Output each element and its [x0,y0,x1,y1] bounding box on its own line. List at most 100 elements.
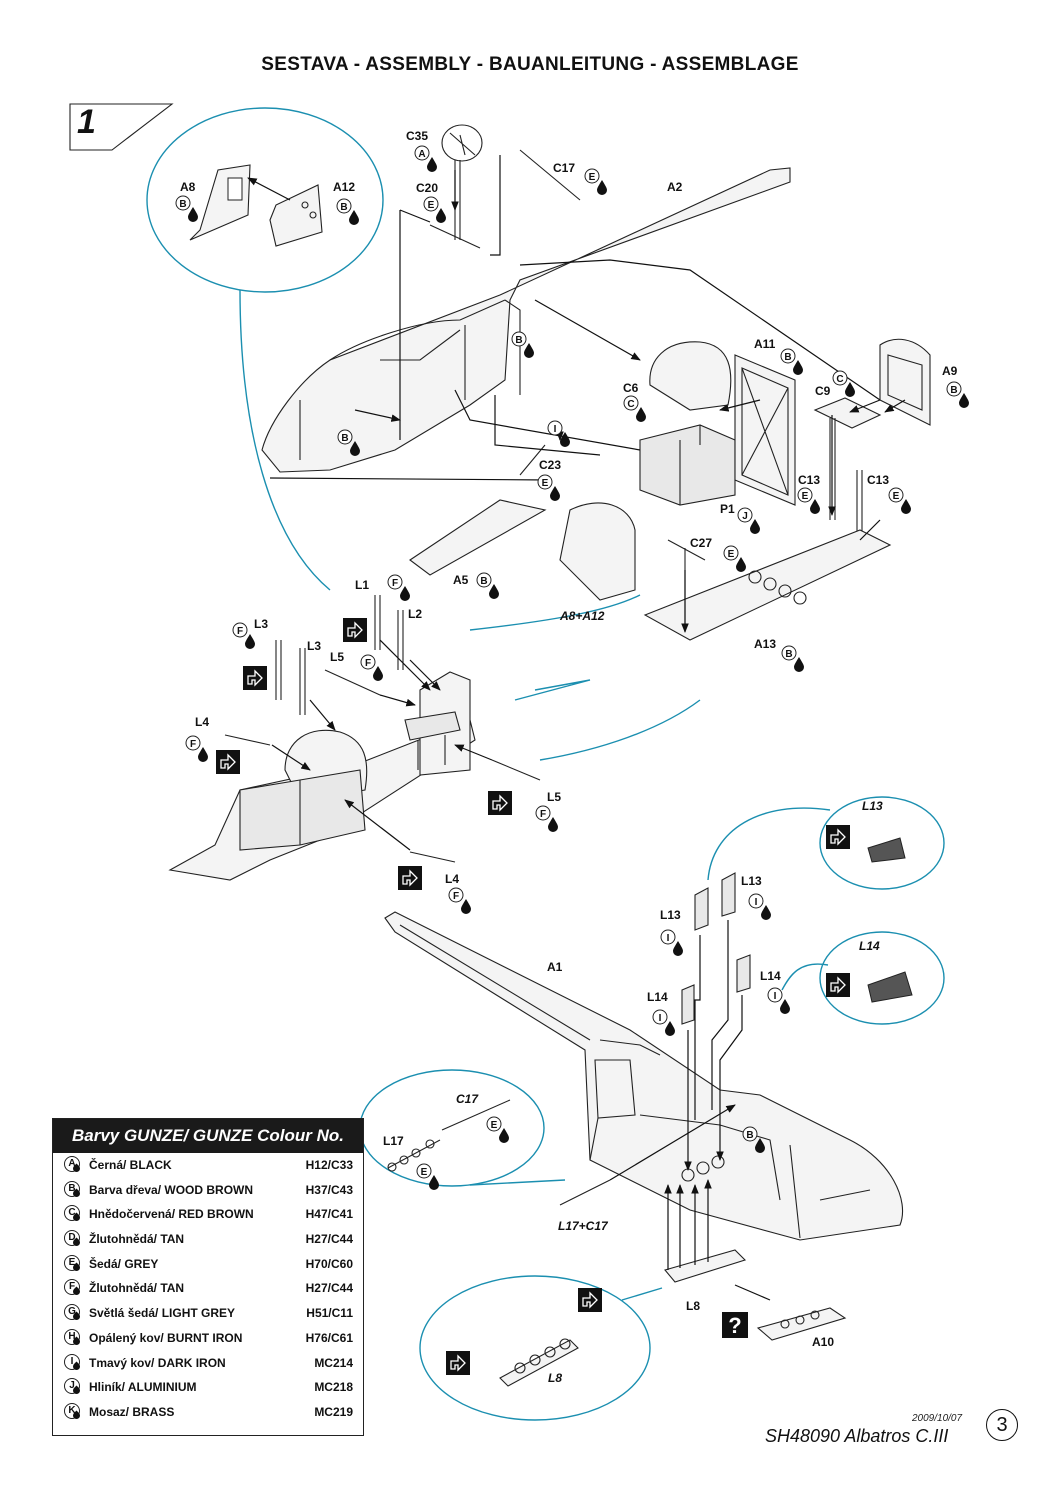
colour-name: Mosaz/ BRASS [89,1404,175,1419]
colour-code: H27/C44 [305,1232,353,1247]
colour-name: Šedá/ GREY [89,1256,159,1271]
paint-drop-icon [71,1237,82,1248]
part-l5-belt-1 [324,669,381,696]
colour-name: Žlutohnědá/ TAN [89,1232,185,1247]
svg-text:L13: L13 [741,874,762,888]
svg-text:E: E [428,200,435,211]
svg-text:B: B [746,1130,753,1141]
svg-text:L5: L5 [330,650,344,664]
part-l13-a [694,887,709,931]
svg-text:A13: A13 [754,637,776,651]
leader-line-a8 [239,289,331,591]
part-fuselage-a1 [384,911,904,1241]
svg-text:E: E [491,1120,498,1131]
part-l1-strap [374,595,381,650]
part-l14-a [681,984,695,1025]
svg-text:C9: C9 [815,384,831,398]
svg-text:L8: L8 [686,1299,700,1313]
svg-text:F: F [453,891,459,902]
colour-code: MC214 [314,1355,353,1370]
part-l2-strap [397,610,404,670]
svg-text:L14: L14 [859,939,880,953]
part-l13-detail [867,837,906,863]
colour-name: Hnědočervená/ RED BROWN [89,1207,254,1222]
fold-icon [215,749,241,775]
colour-name: Žlutohnědá/ TAN [89,1281,185,1296]
svg-text:A: A [418,149,425,160]
svg-text:L1: L1 [355,578,369,592]
paint-drop-icon [71,1212,82,1223]
svg-text:F: F [365,658,371,669]
part-l8 [664,1249,747,1283]
svg-text:L4: L4 [445,872,459,886]
fold-icon [445,1350,471,1376]
part-l17-washers [387,1139,441,1169]
svg-text:C: C [627,399,634,410]
part-c17-shaft [441,1099,511,1131]
part-a9-bulkhead [879,338,931,426]
paint-drop-icon [71,1311,82,1322]
svg-text:I: I [667,933,670,944]
colour-name: Barva dřeva/ WOOD BROWN [89,1182,254,1197]
fold-icon [487,790,513,816]
svg-text:E: E [421,1167,428,1178]
colour-code: H37/C43 [305,1182,353,1197]
paint-drop-icon [71,1385,82,1396]
svg-text:I: I [659,1013,662,1024]
svg-text:B: B [341,433,348,444]
colour-code: H27/C44 [305,1281,353,1296]
part-l17c17 [559,1179,611,1206]
svg-text:B: B [784,352,791,363]
part-l3-strap-2 [299,648,306,715]
svg-text:E: E [893,491,900,502]
svg-text:C13: C13 [798,473,820,487]
part-l14-detail [867,971,913,1003]
fold-icon [825,824,851,850]
part-c13-strut-1 [829,418,836,520]
svg-text:E: E [589,172,596,183]
svg-text:A2: A2 [667,180,683,194]
svg-text:L17: L17 [383,1134,404,1148]
colour-code: H70/C60 [305,1256,353,1271]
paint-drop-icon [71,1163,82,1174]
print-date: 2009/10/07 [912,1413,963,1424]
part-a13-floor [643,529,892,641]
detail-circle-a8-a12 [146,107,384,293]
part-labels: C35 C17 A2 A8 A12 C20 A11 C6 C9 A9 C23 C… [180,129,958,1385]
fold-icon [825,972,851,998]
svg-text:L17+C17: L17+C17 [558,1219,609,1233]
svg-text:L14: L14 [647,990,668,1004]
part-c35-wheel [441,124,483,162]
svg-text:L13: L13 [660,908,681,922]
svg-text:C: C [836,374,843,385]
svg-text:L13: L13 [862,799,883,813]
part-c6-seat [649,341,732,411]
svg-text:A12: A12 [333,180,355,194]
fold-icon [242,665,268,691]
part-l4-belt-1 [224,734,271,746]
colour-name: Černá/ BLACK [89,1158,172,1172]
step-box [69,103,174,151]
colour-code: MC219 [314,1404,353,1419]
page-title: SESTAVA - ASSEMBLY - BAUANLEITUNG - ASSE… [261,54,799,75]
svg-text:B: B [950,385,957,396]
svg-text:I: I [554,424,557,435]
svg-text:A9: A9 [942,364,958,378]
svg-text:A5: A5 [453,573,469,587]
question-icon [722,1312,748,1338]
colour-code: H12/C33 [305,1158,353,1172]
svg-text:A10: A10 [812,1335,834,1349]
legend-header: Barvy GUNZE/ GUNZE Colour No. [53,1119,363,1153]
colour-code: H47/C41 [305,1207,353,1222]
svg-text:L2: L2 [408,607,422,621]
colour-badges: A E B B E B B C C B B I E E E J E B B F … [175,145,969,1190]
svg-text:J: J [742,511,748,522]
